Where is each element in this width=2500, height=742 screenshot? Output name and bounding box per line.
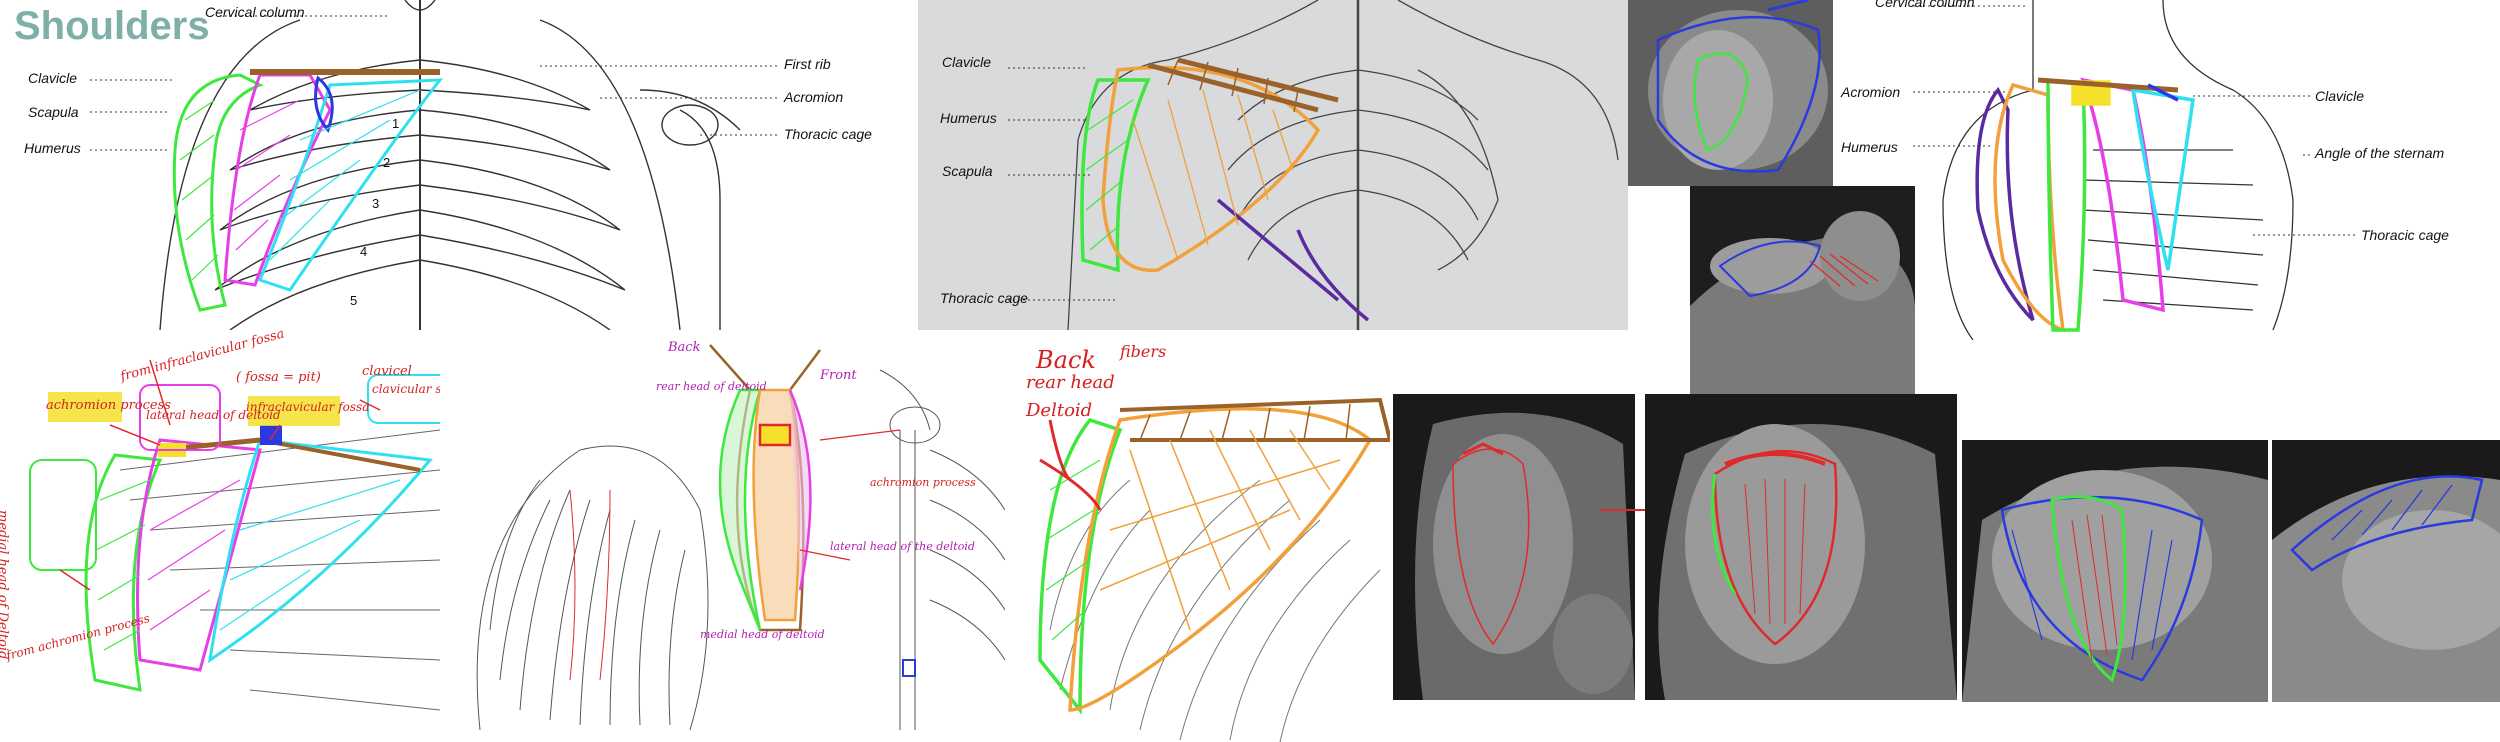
photo-shoulder-red-fill-drawing [1645, 394, 1957, 700]
label-acromion: Acromion [784, 89, 844, 105]
note-medial-head: medial head of Deltoid [0, 510, 10, 660]
note-deltoid: Deltoid [1026, 400, 1093, 421]
note-clavicel: clavicel [362, 364, 412, 379]
photo-shoulder-blue-trapezius-drawing [2272, 440, 2500, 702]
note-achromion-process: achromion process [870, 476, 976, 489]
photo-shoulder-red-fill [1645, 394, 1957, 700]
note-rear-head: rear head [1026, 372, 1115, 393]
label-first-rib: First rib [784, 56, 831, 72]
front-shoulder-notes-drawing [29, 359, 440, 711]
label-thoracic-cage: Thoracic cage [940, 290, 1028, 306]
label-thoracic-cage: Thoracic cage [784, 126, 872, 142]
rib-number: 5 [350, 293, 358, 308]
photo-shoulder-blue-hatch [1962, 440, 2268, 702]
label-clavicle: Clavicle [942, 54, 992, 70]
photo-flexed-arm [1690, 186, 1915, 394]
photo-flexed-arm-drawing [1690, 186, 1915, 394]
photo-shoulder-blue-hatch-drawing [1962, 440, 2268, 702]
photo-shoulder-back-drawing [1628, 0, 1833, 186]
panel-deltoid-fibers: Back rear head Deltoid fibers [1010, 330, 1390, 742]
photo-shoulder-red-outline [1393, 394, 1635, 700]
deltoid-diagram-drawing [476, 344, 1005, 731]
note-fossa-pit: ( fossa = pit) [236, 370, 321, 385]
label-humerus: Humerus [1841, 139, 1898, 155]
note-front: Front [820, 368, 857, 383]
panel-front-shoulder-notes: from infraclavicular fossa achromion pro… [0, 330, 440, 742]
back-view-drawing [1008, 0, 1619, 330]
side-view-drawing [1913, 0, 2358, 340]
photo-shoulder-blue-trapezius [2272, 440, 2500, 702]
rib-number: 1 [392, 116, 400, 131]
label-thoracic-cage: Thoracic cage [2361, 227, 2449, 243]
label-acromion: Acromion [1841, 84, 1901, 100]
note-medial-head: medial head of deltoid [700, 628, 825, 641]
photo-shoulder-red-outline-drawing [1393, 394, 1635, 700]
rib-number: 3 [372, 196, 380, 211]
note-back: Back [1036, 346, 1096, 374]
label-cervical-column: Cervical column [1875, 0, 1975, 10]
label-scapula: Scapula [942, 163, 993, 179]
note-lateral-head: lateral head of the deltoid [830, 540, 975, 553]
label-cervical-column: Cervical column [205, 4, 305, 20]
note-back: Back [668, 340, 701, 355]
photo-shoulder-back [1628, 0, 1833, 186]
page-title: Shoulders [14, 4, 210, 48]
panel-side-view: Cervical column Acromion Humerus Clavicl… [1833, 0, 2500, 340]
panel-front-ribcage: Cervical column Clavicle Scapula Humerus… [0, 0, 900, 330]
rib-number: 4 [360, 244, 368, 259]
panel-back-view: Clavicle Humerus Scapula Thoracic cage [918, 0, 1628, 330]
note-acromion-process: achromion process [46, 398, 171, 413]
panel-deltoid-diagram: Back Front rear head of deltoid achromio… [460, 330, 1005, 742]
label-humerus: Humerus [940, 110, 997, 126]
label-clavicle: Clavicle [2315, 88, 2365, 104]
label-clavicle: Clavicle [28, 70, 78, 86]
label-scapula: Scapula [28, 104, 79, 120]
note-lateral-head: lateral head of deltoid [146, 408, 281, 422]
front-ribcage-drawing [90, 0, 780, 330]
label-angle-of-sternum: Angle of the sternam [2315, 145, 2445, 161]
label-humerus: Humerus [24, 140, 81, 156]
note-rear-head: rear head of deltoid [656, 380, 767, 393]
note-clavicular-section: clavicular section of the pecs [372, 382, 440, 396]
note-infraclavicular-fossa: infraclavicular fossa [246, 400, 370, 414]
note-fibers: fibers [1120, 342, 1167, 361]
rib-number: 2 [383, 155, 391, 170]
deltoid-fibers-drawing [1038, 397, 1390, 742]
